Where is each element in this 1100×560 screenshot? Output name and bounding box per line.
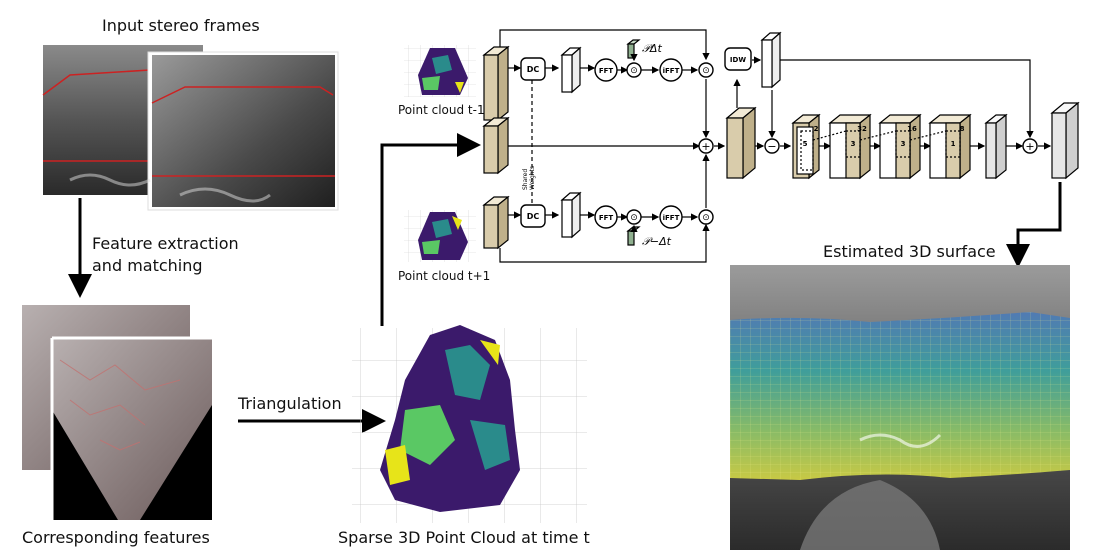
ifft-label-top: iFFT [663,67,680,75]
feature-extraction-label-1: Feature extraction [92,234,239,253]
point-cloud-prev-thumb [404,45,476,97]
sparse-point-cloud [352,325,587,523]
multiply-node-top [626,62,642,78]
multiply-node-top-2 [698,62,714,78]
multiply-symbol-1: ⊙ [630,66,638,76]
ifft-node-top [659,58,683,82]
multiply-node-bottom-2 [698,209,714,225]
dc-label-bottom: DC [527,212,540,221]
estimated-surface-image [730,265,1070,550]
add-symbol-1: + [701,140,710,153]
fft-label-top: FFT [599,67,614,75]
estimated-surface-label: Estimated 3D surface [823,242,996,261]
dc-node-bottom [520,204,546,228]
channel-label-3: 16 [907,125,917,133]
point-cloud-to-network-arrow [380,133,481,326]
shared-weights-label-1: Shared [522,169,529,190]
channel-label-1: 2 [814,125,819,133]
network-nodes [520,47,1038,229]
fft-node-bottom [594,205,618,229]
point-cloud-prev-label: Point cloud t-1 [398,103,485,117]
point-cloud-next-label: Point cloud t+1 [398,269,491,283]
stereo-frames [42,45,339,211]
multiply-symbol-3: ⊙ [630,213,638,223]
feature-extraction-label-2: and matching [92,256,203,275]
add-node-final [1022,138,1038,154]
add-node-middle [698,138,714,154]
channel-label-4: 8 [960,125,965,133]
ifft-label-bottom: iFFT [663,214,680,222]
kernel-label-3: 3 [901,140,906,148]
multiply-symbol-2: ⊙ [702,66,710,76]
corresponding-features-image [22,305,212,520]
kernel-label-1: 5 [803,140,808,148]
sparse-cloud-label: Sparse 3D Point Cloud at time t [338,528,590,547]
kernel-label-2: 3 [851,140,856,148]
fft-label-bottom: FFT [599,214,614,222]
input-frames-label: Input stereo frames [102,16,260,35]
phase-neg-label: 𝒫−Δt [642,235,672,248]
shared-weights-label-2: Weights [529,166,536,190]
point-cloud-next-thumb [404,210,476,262]
dc-label-top: DC [527,65,540,74]
kernel-label-4: 1 [951,140,956,148]
channel-label-2: 32 [857,125,867,133]
idw-label: IDW [730,56,746,64]
multiply-node-bottom [626,209,642,225]
idw-node [724,47,752,71]
corresponding-features-label: Corresponding features [22,528,210,547]
subtract-symbol: − [767,140,776,153]
fft-node-top [594,58,618,82]
subtract-node [764,138,780,154]
network-diagram [482,29,1080,268]
phase-pos-label: 𝒫Δt [642,42,662,55]
dc-node-top [520,57,546,81]
add-symbol-2: + [1025,140,1034,153]
ifft-node-bottom [659,205,683,229]
right-frame-image [152,55,335,207]
triangulation-label: Triangulation [238,394,342,413]
multiply-symbol-4: ⊙ [702,213,710,223]
